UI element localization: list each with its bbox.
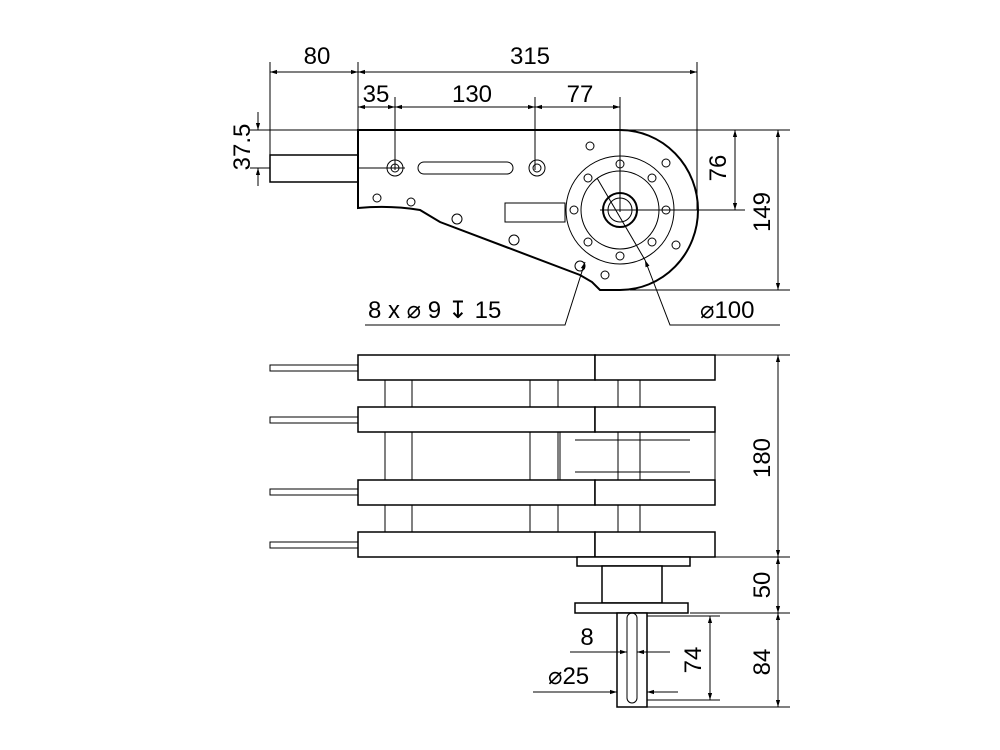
- output-hub: [574, 556, 691, 708]
- side-view-body: [269, 364, 716, 549]
- side-plates: [357, 354, 716, 558]
- dim-shaft-diameter: ⌀25: [548, 663, 589, 690]
- dim-first-hole: 35: [363, 81, 390, 108]
- mounting-plate: [269, 129, 699, 291]
- dim-overall-height: 149: [749, 192, 776, 232]
- callout-diameter: ⌀100: [700, 297, 755, 324]
- dimension-lines: [255, 69, 781, 326]
- callout-holes: 8 x ⌀ 9 ↧ 15: [368, 297, 501, 324]
- input-shaft: [269, 154, 359, 183]
- dim-keyway-length: 74: [680, 647, 707, 674]
- dim-shaft-projection: 84: [749, 649, 776, 676]
- dim-keyway-width: 8: [580, 624, 593, 651]
- dim-to-center: 77: [567, 81, 594, 108]
- top-view: 80 315 35 130 77 37.5 76 149 8 x ⌀ 9 ↧ 1…: [229, 43, 790, 326]
- dim-center-height: 76: [705, 155, 732, 182]
- dim-stack-height: 180: [749, 438, 776, 478]
- output-shaft: [616, 612, 648, 708]
- keyway: [626, 612, 638, 704]
- side-dimension-lines: [533, 354, 790, 708]
- dim-shaft-height: 37.5: [229, 124, 256, 171]
- dim-shaft-length: 80: [304, 43, 331, 70]
- side-view: 180 50 84 74 8 ⌀25: [269, 354, 790, 708]
- dim-overall-length: 315: [510, 43, 550, 70]
- dim-hole-spacing: 130: [452, 81, 492, 108]
- dim-hub-height: 50: [749, 572, 776, 599]
